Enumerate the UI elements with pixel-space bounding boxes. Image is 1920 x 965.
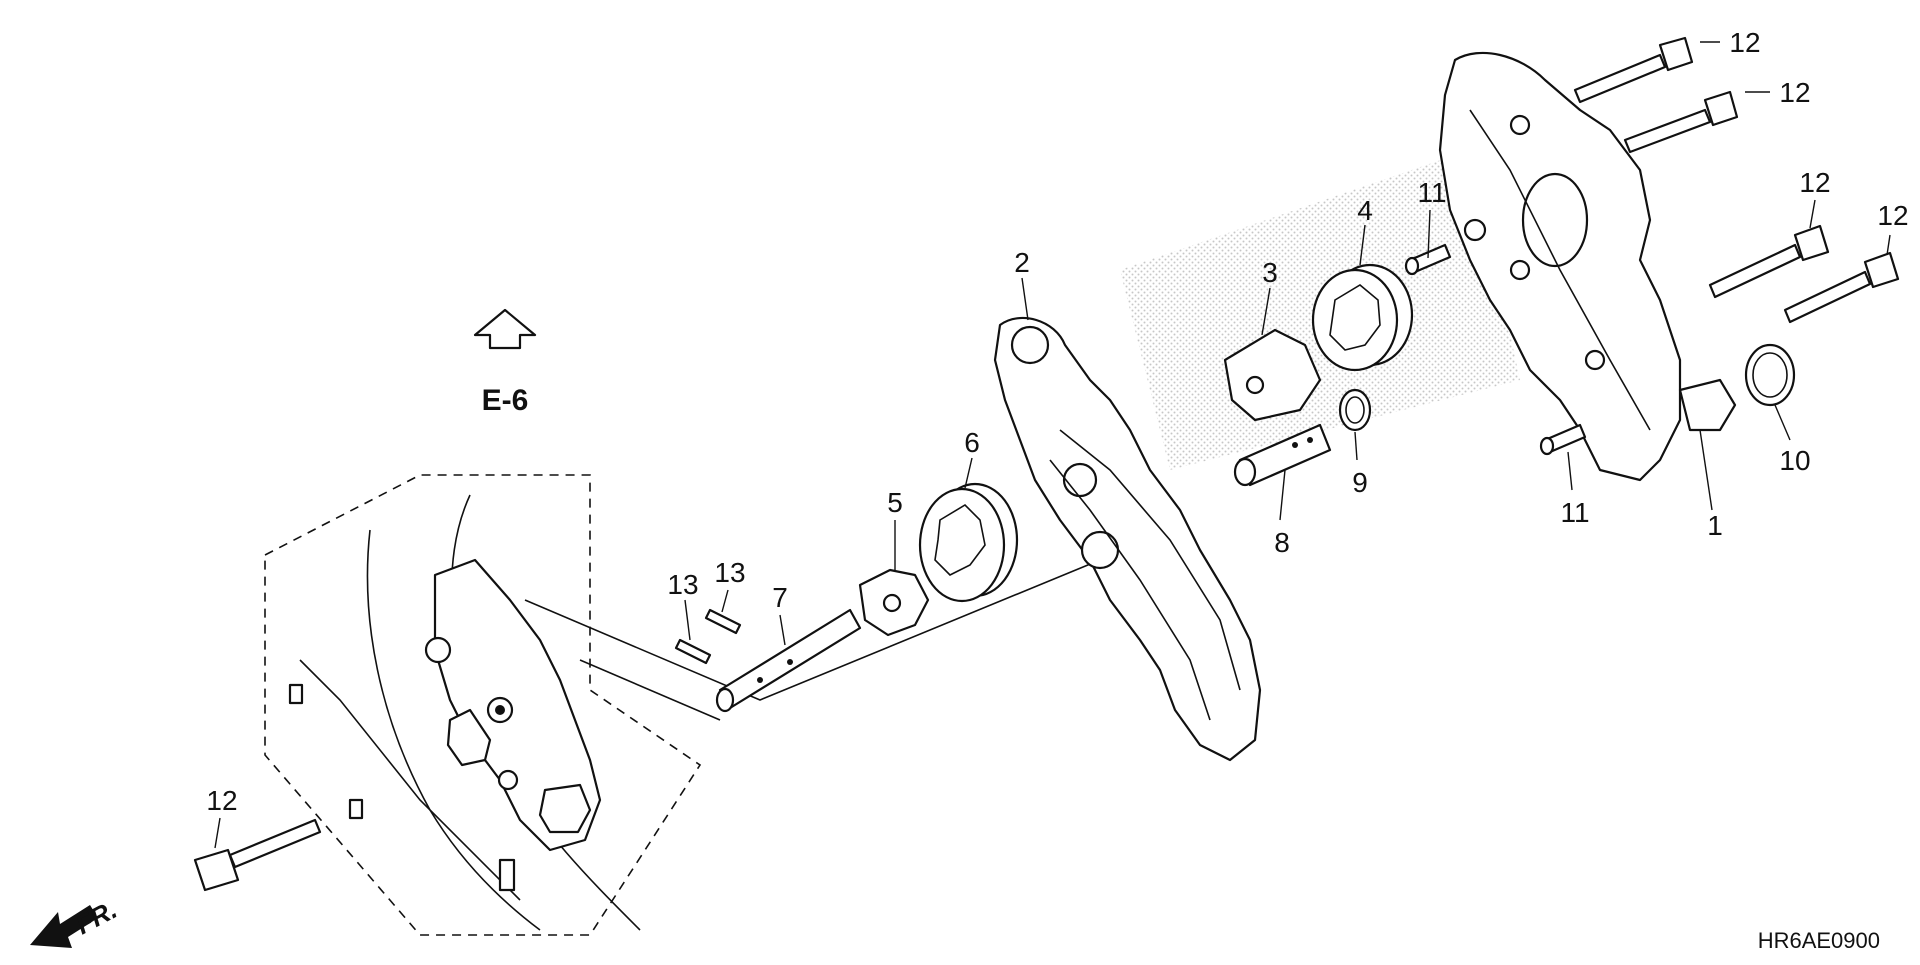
part-4-outer-rotor (1311, 263, 1414, 372)
part-2-separator-plate (993, 316, 1262, 762)
callout-11-top: 11 (1417, 177, 1446, 208)
part-3-inner-rotor (1223, 328, 1322, 422)
part-9-o-ring (1338, 388, 1372, 432)
part-1-pump-body (1438, 51, 1737, 482)
callout-2: 2 (1014, 247, 1030, 278)
direction-label: FR. (71, 894, 122, 940)
callout-numbers: 1 2 3 4 5 6 7 8 9 10 11 11 12 12 12 12 1… (206, 27, 1908, 816)
part-10-o-ring (1744, 343, 1796, 407)
callout-6: 6 (964, 427, 980, 458)
diagram-code: HR6AE0900 (1758, 928, 1880, 953)
callout-11-bottom: 11 (1560, 497, 1589, 528)
part-13-pins (674, 608, 742, 665)
front-direction-arrow: FR. (30, 894, 122, 948)
callout-5: 5 (887, 487, 903, 518)
callout-4: 4 (1357, 195, 1373, 226)
part-5-inner-rotor (858, 568, 930, 637)
reference-label: E-6 (482, 384, 529, 417)
part-6-outer-rotor (918, 482, 1019, 603)
callout-12-d: 12 (1877, 200, 1908, 231)
reference-arrow-e6: E-6 (473, 308, 537, 417)
callout-1: 1 (1707, 510, 1723, 541)
callout-12-c: 12 (1799, 167, 1830, 198)
callout-13-b: 13 (714, 557, 745, 588)
part-11-dowel-pins (1404, 243, 1587, 456)
callout-10: 10 (1779, 445, 1810, 476)
callout-9: 9 (1352, 467, 1368, 498)
leader-lines (214, 41, 1891, 849)
part-12-bolts (193, 36, 1900, 892)
assembly-leader (524, 559, 1101, 701)
callout-7: 7 (772, 582, 788, 613)
part-8-valve (1233, 423, 1332, 487)
callout-12-a: 12 (1729, 27, 1760, 58)
callout-8: 8 (1274, 527, 1290, 558)
callout-12-b: 12 (1779, 77, 1810, 108)
part-7-shaft (715, 608, 862, 713)
inset-case-view (264, 474, 702, 936)
callout-13-a: 13 (667, 569, 698, 600)
callout-3: 3 (1262, 257, 1278, 288)
callout-12-e: 12 (206, 785, 237, 816)
